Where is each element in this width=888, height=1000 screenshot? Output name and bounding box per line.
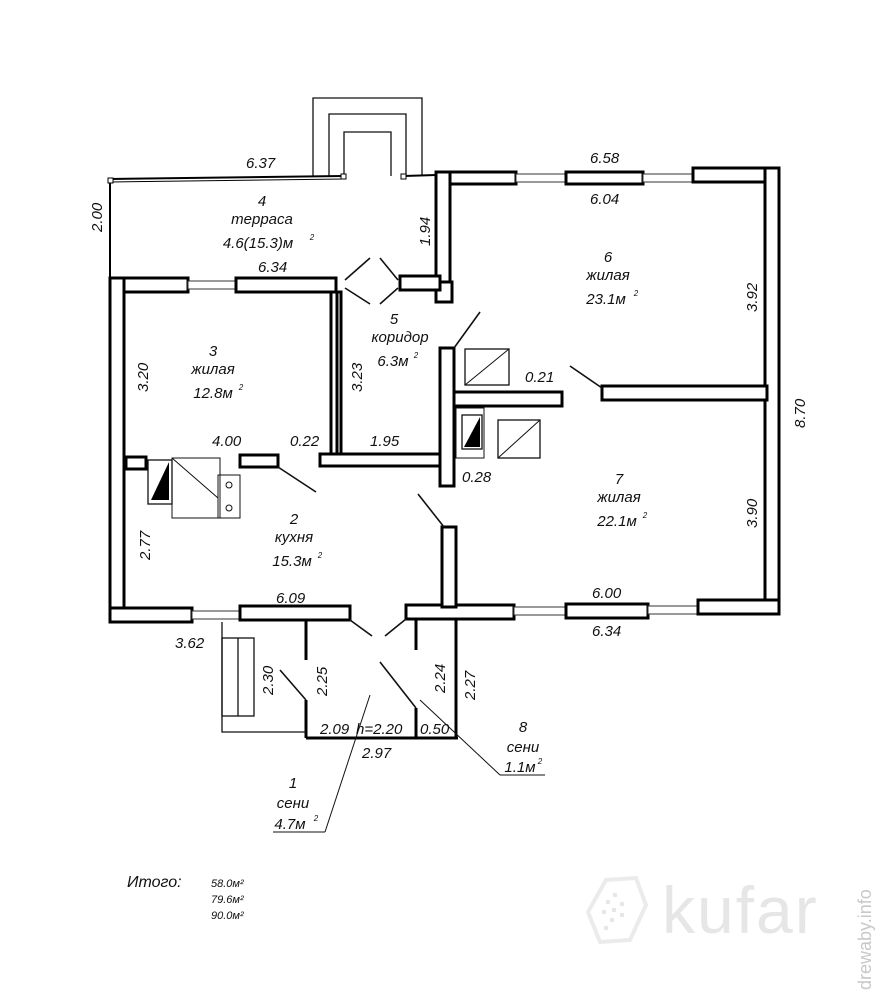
dim-room6-right: 3.92 bbox=[744, 282, 761, 312]
svg-text:7: 7 bbox=[615, 471, 624, 488]
svg-text:6.3м: 6.3м bbox=[377, 353, 408, 370]
interior-walls bbox=[124, 290, 769, 609]
totals-value-2: 79.6м² bbox=[211, 894, 244, 906]
dim-partition-028: 0.28 bbox=[462, 469, 492, 486]
svg-text:жилая: жилая bbox=[585, 267, 629, 284]
porch-walls bbox=[273, 619, 545, 833]
entrance-steps-bottom bbox=[221, 622, 306, 733]
dimension-labels: 6.37 2.00 6.34 1.94 6.58 6.04 3.92 8.70 … bbox=[89, 150, 809, 762]
svg-text:кухня: кухня bbox=[275, 529, 313, 546]
room-5-label: 5 коридор 6.3м 2 bbox=[371, 311, 428, 370]
dim-room3-bottom: 4.00 bbox=[212, 433, 242, 450]
dim-room6-inner-top: 6.04 bbox=[590, 191, 619, 208]
totals-value-1: 58.0м² bbox=[211, 878, 244, 890]
svg-text:8: 8 bbox=[519, 719, 528, 736]
svg-text:2: 2 bbox=[633, 289, 639, 298]
dim-terrace-top: 6.37 bbox=[246, 155, 276, 172]
room-6-label: 6 жилая 23.1м 2 bbox=[585, 249, 639, 308]
room-4-label: 4 терраса 4.6(15.3)м 2 bbox=[223, 193, 315, 252]
svg-text:2: 2 bbox=[317, 551, 323, 560]
dim-partition-021: 0.21 bbox=[525, 369, 554, 386]
watermark-logo-icon bbox=[585, 875, 649, 945]
svg-text:терраса: терраса bbox=[231, 211, 293, 228]
dim-porch-224: 2.24 bbox=[432, 664, 449, 694]
dim-porch-050: 0.50 bbox=[420, 721, 450, 738]
svg-text:12.8м: 12.8м bbox=[193, 385, 232, 402]
svg-text:1: 1 bbox=[289, 775, 297, 792]
svg-text:жилая: жилая bbox=[596, 489, 640, 506]
room-labels: 4 терраса 4.6(15.3)м 2 6 жилая 23.1м 2 3… bbox=[190, 193, 648, 833]
svg-text:4: 4 bbox=[258, 193, 266, 210]
exterior-walls bbox=[108, 166, 781, 624]
svg-text:22.1м: 22.1м bbox=[596, 513, 636, 530]
svg-text:2: 2 bbox=[309, 233, 315, 242]
totals-value-3: 90.0м² bbox=[211, 910, 244, 922]
dim-room3-left: 3.20 bbox=[135, 362, 152, 392]
svg-text:коридор: коридор bbox=[371, 329, 428, 346]
svg-text:2: 2 bbox=[642, 511, 648, 520]
svg-text:2: 2 bbox=[413, 351, 419, 360]
dim-porch-bottom: 2.97 bbox=[361, 745, 392, 762]
svg-text:жилая: жилая bbox=[190, 361, 234, 378]
dim-porch-height: h=2.20 bbox=[356, 721, 403, 738]
door-swings bbox=[277, 257, 603, 637]
dim-terrace-right: 1.94 bbox=[417, 217, 434, 246]
totals-label: Итого: bbox=[127, 874, 182, 891]
dim-kitchen-left: 2.77 bbox=[137, 530, 154, 561]
svg-text:2: 2 bbox=[289, 511, 299, 528]
dim-porch-225: 2.25 bbox=[314, 666, 331, 697]
dim-porch-230: 2.30 bbox=[260, 665, 277, 696]
dim-total-right: 8.70 bbox=[792, 398, 809, 428]
svg-text:2: 2 bbox=[238, 383, 244, 392]
dim-kitchen-bottom: 6.09 bbox=[276, 590, 306, 607]
svg-text:2: 2 bbox=[313, 814, 319, 823]
dim-terrace-left: 2.00 bbox=[89, 202, 106, 233]
svg-text:4.6(15.3)м: 4.6(15.3)м bbox=[223, 235, 293, 252]
room-1-label: 1 сени 4.7м 2 bbox=[274, 775, 318, 833]
svg-text:6: 6 bbox=[604, 249, 613, 266]
dim-corridor-bottom: 1.95 bbox=[370, 433, 400, 450]
room-3-label: 3 жилая 12.8м 2 bbox=[190, 343, 244, 402]
terrace-outline bbox=[107, 173, 437, 280]
dim-terrace-bottom: 6.34 bbox=[258, 259, 287, 276]
room-7-label: 7 жилая 22.1м 2 bbox=[596, 471, 648, 530]
watermark-brand: kufar bbox=[662, 873, 819, 947]
stove-fixtures bbox=[455, 348, 541, 459]
dim-outer-left-bottom: 3.62 bbox=[175, 635, 205, 652]
svg-text:сени: сени bbox=[507, 739, 540, 756]
dim-wall-022: 0.22 bbox=[290, 433, 320, 450]
room-8-label: 8 сени 1.1м 2 bbox=[504, 719, 542, 776]
dim-room7-right: 3.90 bbox=[744, 498, 761, 528]
svg-text:1.1м: 1.1м bbox=[504, 759, 535, 776]
room-2-label: 2 кухня 15.3м 2 bbox=[272, 511, 323, 570]
dim-room7-inner-bottom: 6.00 bbox=[592, 585, 622, 602]
watermark-side-text: drewaby.info bbox=[855, 889, 875, 990]
svg-text:2: 2 bbox=[537, 757, 543, 766]
dim-porch-227: 2.27 bbox=[462, 670, 479, 701]
svg-text:4.7м: 4.7м bbox=[274, 816, 305, 833]
svg-text:сени: сени bbox=[277, 795, 310, 812]
dim-room6-outer-top: 6.58 bbox=[590, 150, 620, 167]
kitchen-fixtures bbox=[147, 457, 241, 519]
svg-text:23.1м: 23.1м bbox=[585, 291, 625, 308]
svg-text:5: 5 bbox=[390, 311, 399, 328]
dim-room7-outer-bottom: 6.34 bbox=[592, 623, 621, 640]
dim-corridor-left: 3.23 bbox=[349, 362, 366, 392]
dim-porch-209: 2.09 bbox=[319, 721, 350, 738]
entrance-steps-top bbox=[312, 97, 423, 176]
svg-text:3: 3 bbox=[209, 343, 218, 360]
svg-text:15.3м: 15.3м bbox=[272, 553, 311, 570]
